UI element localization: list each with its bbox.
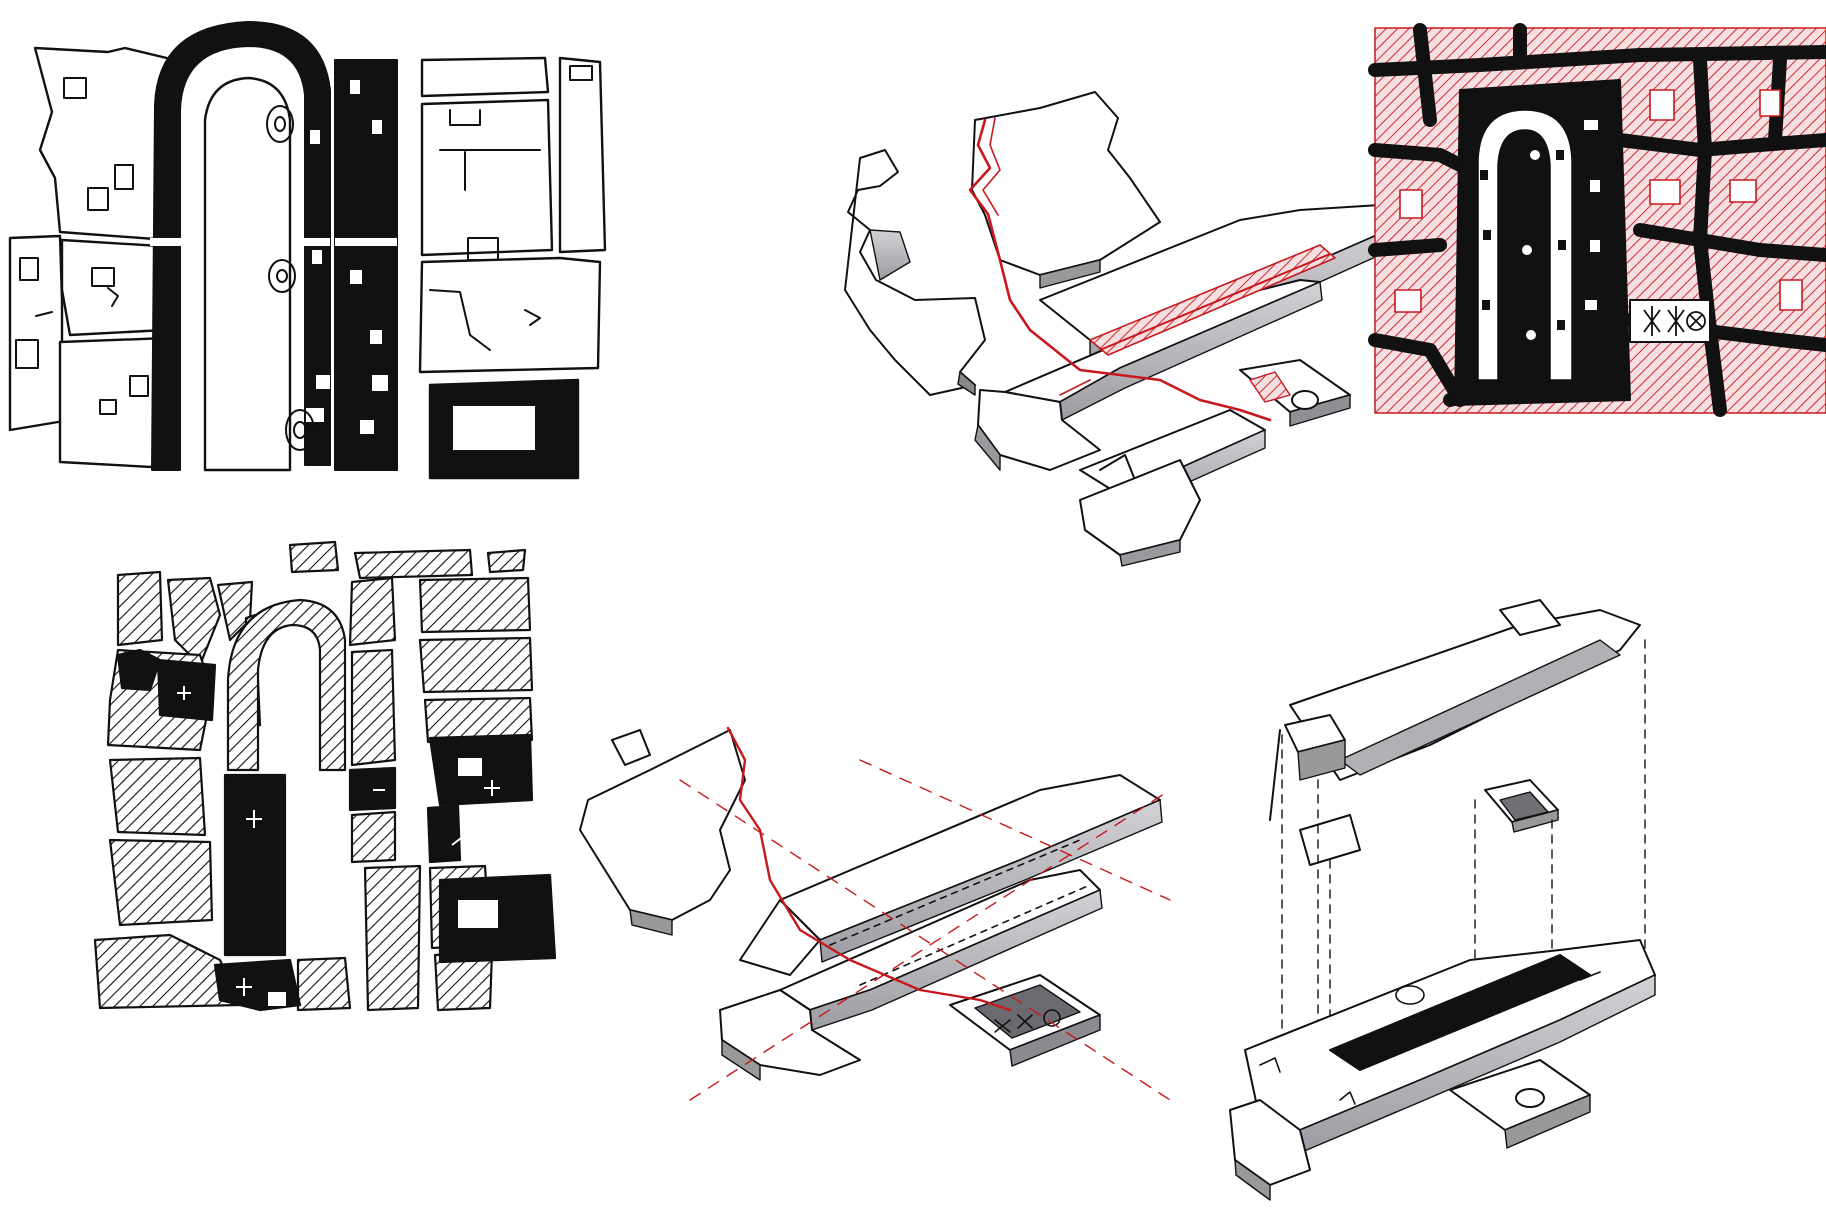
left-courtyards (15, 77, 149, 415)
figure-ground-plan (8, 21, 607, 480)
red-route (968, 118, 1272, 422)
right-blocks (418, 56, 607, 374)
u-building (151, 21, 331, 471)
spark-marks (177, 686, 500, 996)
axo-bars-lower (739, 774, 1163, 1031)
hatched-plan (93, 540, 557, 1012)
exploded-axonometric (1229, 599, 1656, 1201)
black-blocks (116, 648, 557, 1012)
asterisk-icon (1643, 306, 1706, 336)
court-ellipses (266, 105, 315, 451)
axonometric-red-route (844, 91, 1403, 567)
hatched-blocks (93, 540, 534, 1012)
left-blocks (8, 46, 177, 470)
dark-court (1329, 954, 1591, 1071)
right-bar (334, 59, 398, 471)
axonometric-dashed-axes (579, 726, 1171, 1101)
red-route-lower (726, 726, 1012, 1012)
red-hatched-city-plan (1368, 23, 1826, 417)
